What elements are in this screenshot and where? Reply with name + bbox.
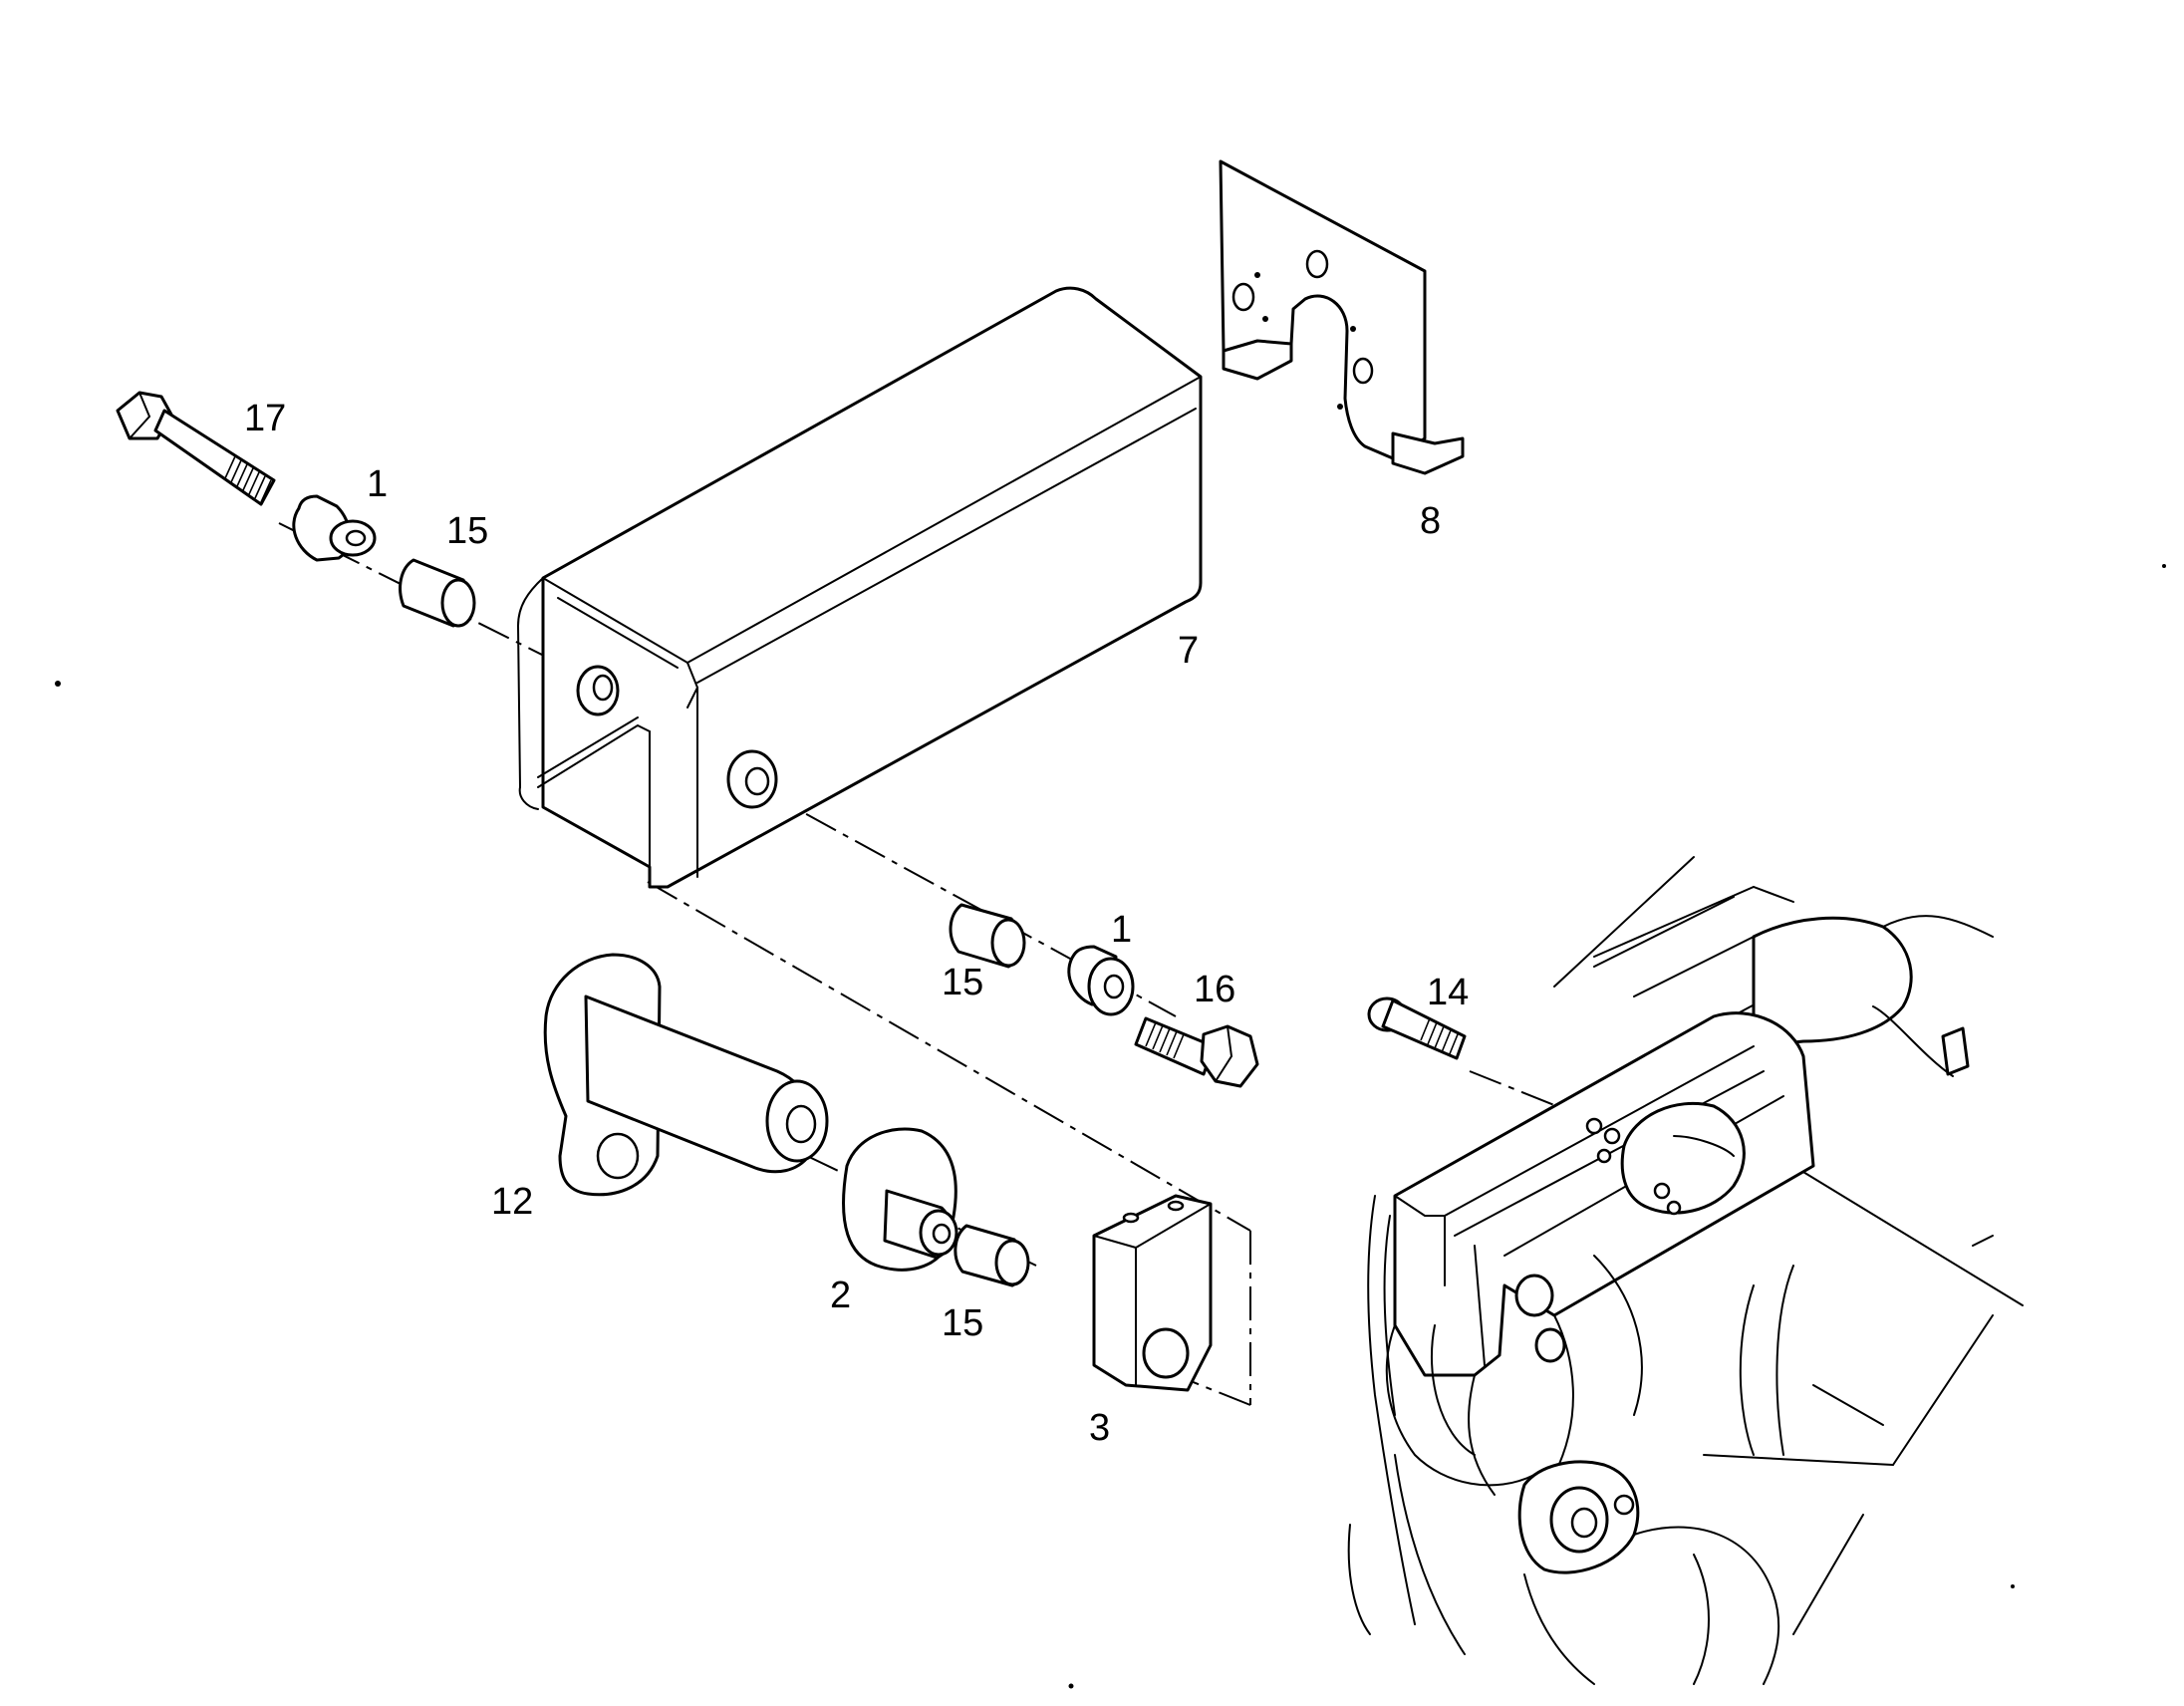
bearing-block-part-3 [1092,1194,1213,1392]
callout-14: 14 [1427,972,1469,1013]
speck [1068,1683,1074,1689]
channel-housing-part-7 [516,286,1203,889]
callout-16: 16 [1194,969,1235,1010]
sleeve-part-15-mid [949,903,1026,969]
flange-washer-part-2 [842,1127,958,1272]
machine-assembly-illustration [1347,856,2024,1685]
callout-15-mid: 15 [942,962,983,1003]
callout-15-top: 15 [446,510,488,552]
callout-1-mid: 1 [1111,909,1132,951]
callout-15-low: 15 [942,1302,983,1344]
sleeve-part-15-top [399,558,476,628]
bolt-part-17 [116,391,276,506]
callout-2: 2 [830,1275,851,1316]
bushing-part-1-top [292,494,377,562]
callout-labels: 17 1 15 8 7 15 1 16 14 12 2 15 3 [244,398,1469,1449]
callout-3: 3 [1089,1407,1110,1449]
mounting-plate-part-8 [1219,159,1465,475]
speck [2011,1584,2015,1588]
callout-7: 7 [1178,630,1199,672]
speck [2162,564,2166,568]
callout-12: 12 [491,1181,533,1223]
bolt-part-16 [1134,1016,1259,1088]
screw-part-14 [1367,996,1467,1060]
callout-17: 17 [244,398,286,439]
bushing-part-1-mid [1067,945,1135,1016]
speck [55,681,61,687]
pivot-pin-part-12 [543,953,829,1197]
sleeve-part-15-low [954,1224,1030,1287]
callout-1-top: 1 [367,463,388,505]
callout-8: 8 [1420,500,1441,542]
